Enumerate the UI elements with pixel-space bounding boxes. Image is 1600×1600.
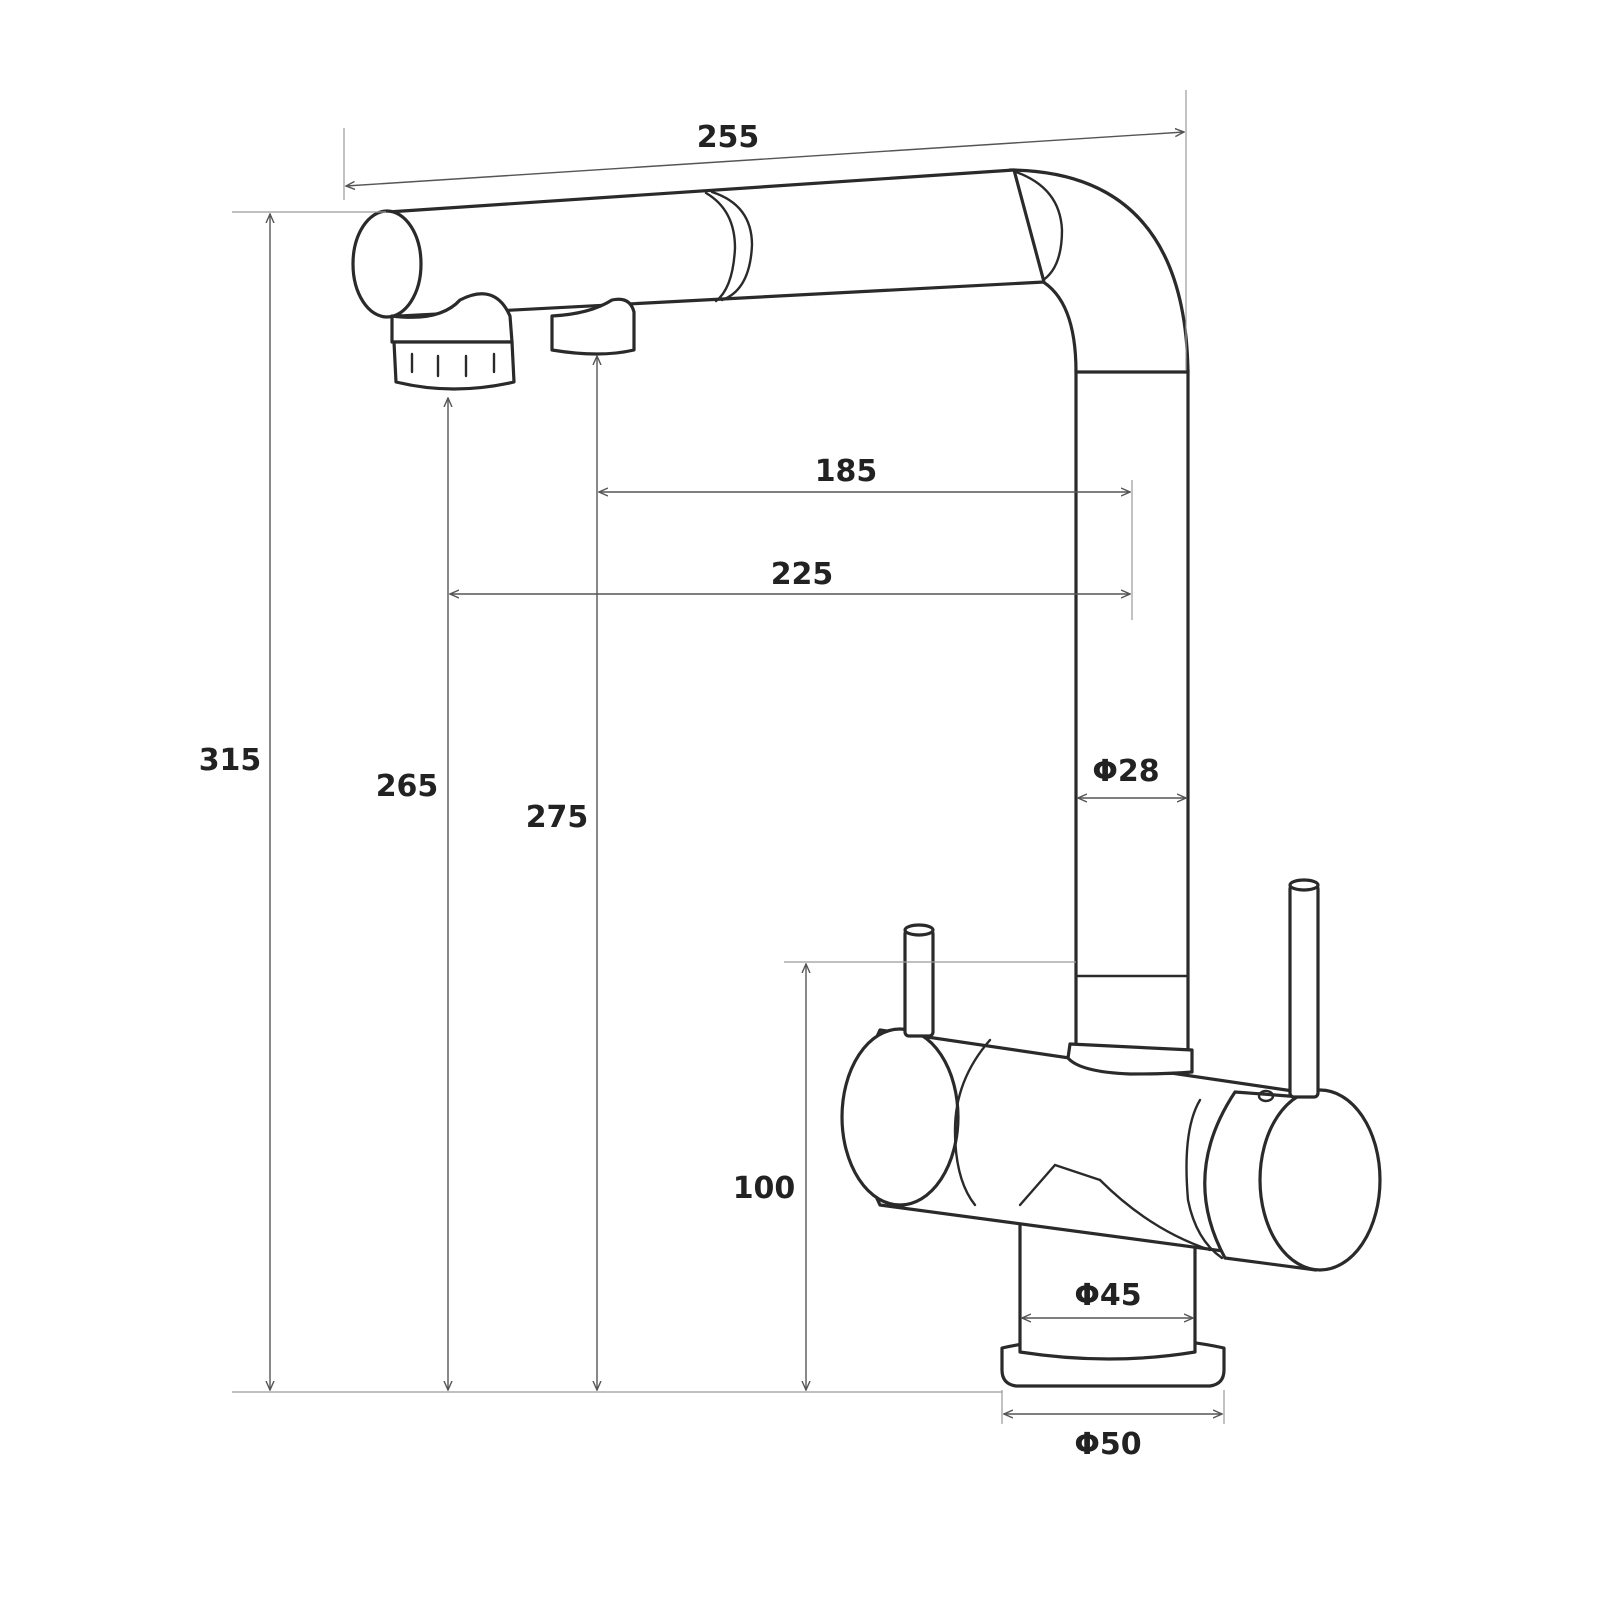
dimension-labels: 255 315 265 275 185 225 100 Φ28 Φ45 Φ50 [199, 120, 1160, 1462]
aerator [392, 340, 516, 391]
dim-label-315: 315 [199, 743, 262, 778]
dim-label-phi45: Φ45 [1074, 1278, 1141, 1313]
aerator-housing [390, 292, 514, 344]
body-lower-curve [1098, 1178, 1212, 1252]
left-end-cap [840, 1027, 960, 1207]
body-notch [1018, 1163, 1102, 1207]
dim-label-275: 275 [526, 800, 589, 835]
dim-label-255: 255 [697, 120, 760, 155]
spout-ring-joint-2 [704, 191, 737, 303]
dimension-lines [232, 90, 1225, 1424]
right-screw [1257, 1089, 1275, 1103]
filter-outlet [550, 297, 636, 356]
riser-saddle [1066, 1042, 1194, 1076]
left-joint-line [953, 1038, 992, 1207]
dim-label-225: 225 [771, 557, 834, 592]
dim-label-phi28: Φ28 [1092, 754, 1159, 789]
faucet-outline [351, 168, 1382, 1388]
spout-nose [351, 209, 423, 319]
dim-label-185: 185 [815, 454, 878, 489]
spout-ring-joint [710, 190, 754, 302]
dim-label-100: 100 [733, 1171, 796, 1206]
dim-label-phi50: Φ50 [1074, 1427, 1141, 1462]
dim-label-265: 265 [376, 769, 439, 804]
right-lever [1288, 878, 1320, 1099]
right-end-cap [1258, 1088, 1382, 1272]
right-joint-line [1185, 1098, 1224, 1260]
left-lever [903, 923, 935, 1038]
riser-column [1074, 368, 1190, 1072]
